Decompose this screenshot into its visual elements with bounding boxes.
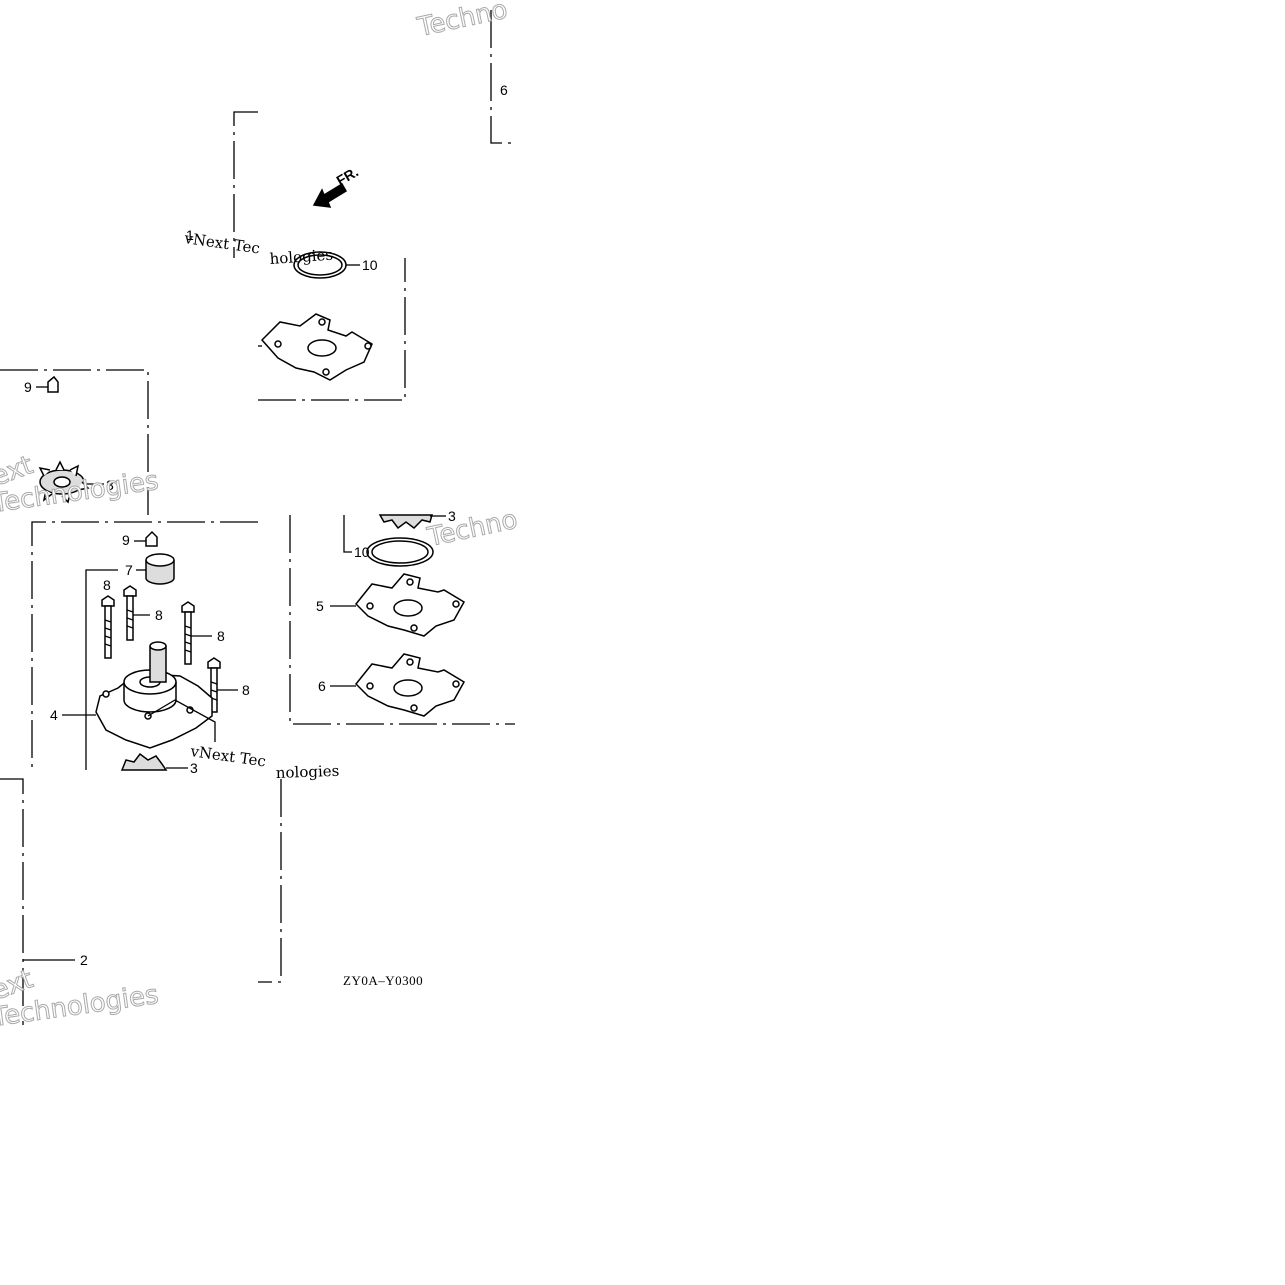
left-key bbox=[36, 375, 59, 393]
callout-9-left: 9 bbox=[24, 379, 32, 395]
front-direction-arrow-icon: FR. bbox=[312, 163, 362, 208]
callout-9-main: 9 bbox=[122, 532, 130, 548]
watermark-text-4: nologies bbox=[276, 762, 340, 782]
right-gasket-5 bbox=[330, 573, 466, 637]
watermark-text-3: vNext Tec bbox=[188, 742, 267, 771]
upper-oring bbox=[293, 251, 360, 279]
frame-lines bbox=[0, 10, 515, 1025]
right-gasket-6 bbox=[330, 653, 466, 717]
callout-6-right: 6 bbox=[318, 678, 326, 694]
watermark-text-2: hologies bbox=[269, 246, 334, 268]
callout-7: 7 bbox=[125, 562, 133, 578]
callout-3-left: 3 bbox=[106, 477, 114, 493]
main-key bbox=[134, 530, 158, 547]
callout-10-right: 10 bbox=[354, 544, 370, 560]
pump-housing bbox=[62, 641, 216, 749]
upper-gasket bbox=[258, 313, 373, 381]
right-oring bbox=[343, 515, 434, 567]
callout-2: 2 bbox=[80, 952, 88, 968]
diagram-code: ZY0A–Y0300 bbox=[343, 973, 423, 988]
bolt-3 bbox=[181, 601, 212, 665]
left-impeller bbox=[38, 460, 104, 504]
callout-1: 1 bbox=[186, 227, 194, 243]
callout-6-top: 6 bbox=[500, 82, 508, 98]
bolt-2 bbox=[123, 585, 150, 641]
callout-3-lower: 3 bbox=[190, 760, 198, 776]
callout-3-right: 3 bbox=[448, 508, 456, 524]
callout-8-b: 8 bbox=[155, 607, 163, 623]
callout-10-upper: 10 bbox=[362, 257, 378, 273]
callout-8-c: 8 bbox=[217, 628, 225, 644]
front-label: FR. bbox=[334, 163, 362, 188]
watermark-outline-1: Techno bbox=[414, 0, 510, 43]
lower-impeller bbox=[120, 752, 188, 771]
callout-8-d: 8 bbox=[242, 682, 250, 698]
bolt-1 bbox=[101, 595, 115, 659]
callout-5: 5 bbox=[316, 598, 324, 614]
right-impeller bbox=[378, 514, 446, 530]
callout-4: 4 bbox=[50, 707, 58, 723]
watermark-outline-2: Techno bbox=[424, 505, 520, 553]
liner-sleeve bbox=[136, 553, 175, 585]
callouts: 6 1 10 9 3 3 9 10 7 8 8 8 8 5 6 4 3 2 bbox=[24, 82, 508, 968]
callout-8-a: 8 bbox=[103, 577, 111, 593]
watermark-text-1: vNext Tec bbox=[182, 229, 261, 258]
